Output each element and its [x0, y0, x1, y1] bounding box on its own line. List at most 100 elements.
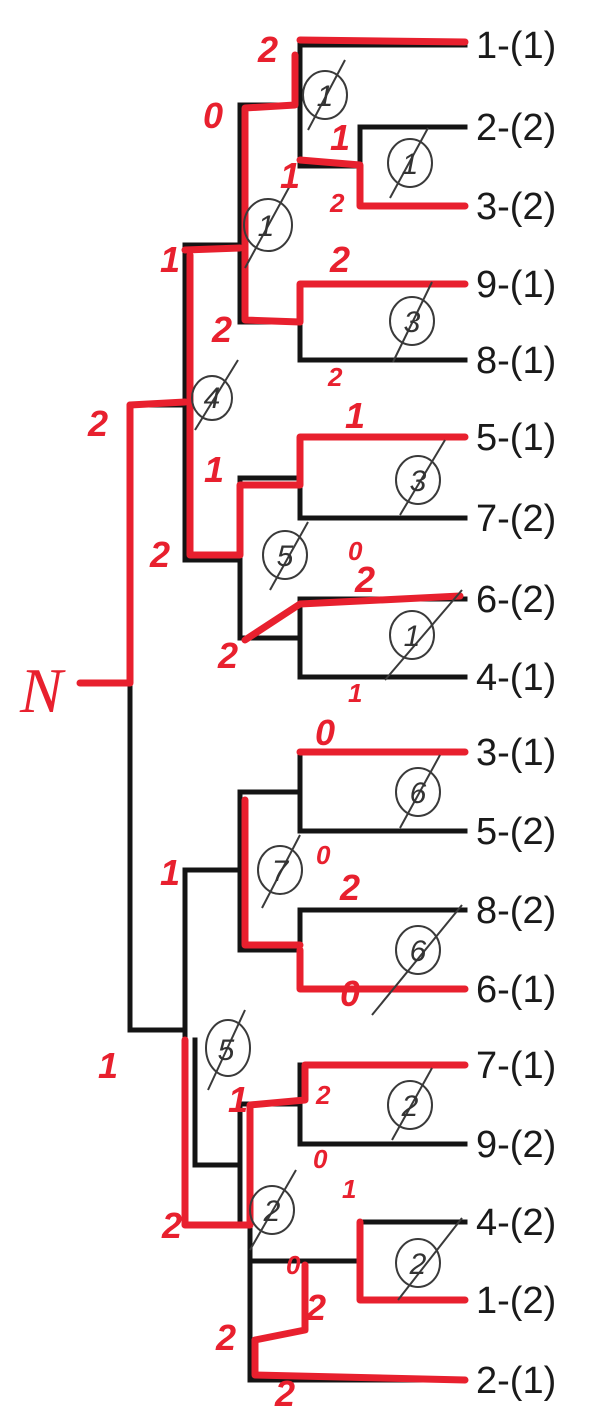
match-number: 3: [410, 465, 427, 498]
score-mark: 2: [274, 1373, 295, 1414]
match-number: 6: [410, 935, 427, 968]
score-annotations: 2 0 1 1 2 2 1 2 2 2 1 1 2 0 2 2 1 N 0 1 …: [19, 29, 375, 1414]
match-number: 5: [218, 1034, 235, 1067]
score-mark: 1: [280, 155, 300, 196]
match-circle: 1: [384, 589, 463, 681]
match-circle: 5: [262, 521, 309, 591]
score-mark: 2: [339, 867, 360, 908]
score-mark: 1: [160, 239, 180, 280]
match-circle: 2: [395, 1217, 463, 1301]
match-circle: 7: [257, 834, 303, 909]
match-circle: 4: [191, 359, 239, 431]
seed-label: 4-(2): [476, 1202, 556, 1244]
match-circle: 6: [395, 754, 441, 829]
score-mark: 1: [98, 1045, 118, 1086]
score-mark: 2: [257, 29, 278, 70]
winner-path: [251, 1261, 469, 1384]
score-mark: 2: [315, 1080, 331, 1110]
seed-label: 5-(2): [476, 811, 556, 853]
score-mark: 1: [160, 852, 180, 893]
match-number: 2: [409, 1248, 427, 1281]
winner-path: [296, 36, 469, 46]
seed-label: 9-(1): [476, 264, 556, 306]
score-mark: 2: [329, 239, 350, 280]
seed-label: 6-(2): [476, 579, 556, 621]
match-circle: 1: [243, 181, 293, 269]
score-mark: 0: [203, 95, 223, 136]
winner-path: [296, 946, 469, 993]
winner-path: [181, 1036, 469, 1229]
match-circle: 3: [395, 439, 446, 516]
score-mark: 2: [211, 309, 232, 350]
match-number: 7: [272, 855, 290, 888]
match-number: 2: [401, 1090, 419, 1123]
match-circle: 5: [205, 1009, 251, 1091]
bracket-lines: [77, 42, 468, 1383]
root-label: N: [19, 655, 66, 726]
score-mark: 0: [340, 973, 360, 1014]
seed-label: 2-(1): [476, 1360, 556, 1402]
score-mark: 1: [228, 1079, 248, 1120]
seed-label: 5-(1): [476, 417, 556, 459]
match-number: 1: [402, 148, 419, 181]
score-mark: 0: [316, 840, 331, 870]
match-circle: 1: [387, 127, 433, 199]
score-mark: 1: [345, 395, 365, 436]
seed-label: 6-(1): [476, 969, 556, 1011]
score-mark: 0: [286, 1250, 301, 1280]
seed-label: 1-(2): [476, 1280, 556, 1322]
winner-path: [241, 592, 464, 644]
score-mark: 2: [149, 534, 170, 575]
winner-path: [296, 156, 469, 210]
match-number: 1: [317, 80, 334, 113]
score-mark: 1: [342, 1174, 356, 1204]
seed-label: 3-(1): [476, 732, 556, 774]
winner-path: [356, 1218, 469, 1304]
match-number: 4: [204, 382, 221, 415]
leaf-labels: 1-(1) 2-(2) 3-(2) 9-(1) 8-(1) 5-(1) 7-(2…: [476, 25, 556, 1402]
winner-path: [186, 251, 469, 559]
score-mark: 2: [161, 1205, 182, 1246]
score-mark: 2: [329, 188, 345, 218]
score-mark: 2: [215, 1317, 236, 1358]
match-number: 5: [277, 540, 294, 573]
match-circle: 2: [387, 1067, 433, 1141]
match-markers: 1 1 1 3 4 3 5: [191, 59, 463, 1301]
winner-path: [241, 796, 304, 949]
score-mark: 2: [327, 362, 343, 392]
seed-label: 7-(1): [476, 1045, 556, 1087]
score-mark: 2: [305, 1287, 326, 1328]
winner-path: [241, 51, 469, 326]
score-mark: 1: [330, 117, 350, 158]
match-number: 2: [263, 1195, 281, 1228]
match-circle: 2: [249, 1169, 297, 1251]
match-number: 1: [258, 210, 275, 243]
score-mark: 1: [348, 678, 362, 708]
winner-path: [76, 401, 134, 687]
winner-paths: [76, 36, 469, 1384]
score-mark: 2: [354, 559, 375, 600]
seed-label: 2-(2): [476, 107, 556, 149]
seed-label: 1-(1): [476, 25, 556, 67]
match-circle: 3: [389, 281, 435, 363]
seed-label: 4-(1): [476, 657, 556, 699]
match-circle: 1: [302, 59, 348, 131]
score-mark: 1: [204, 449, 224, 490]
match-number: 1: [404, 620, 421, 653]
score-mark: 2: [217, 635, 238, 676]
seed-label: 9-(2): [476, 1124, 556, 1166]
seed-label: 8-(2): [476, 890, 556, 932]
winner-path: [181, 244, 244, 254]
match-circle: 6: [371, 904, 463, 1016]
score-mark: 0: [313, 1144, 328, 1174]
winner-path: [126, 398, 189, 409]
match-number: 3: [404, 306, 421, 339]
score-mark: 0: [315, 712, 335, 753]
score-mark: 2: [87, 403, 108, 444]
score-mark: 0: [348, 536, 363, 566]
seed-label: 8-(1): [476, 340, 556, 382]
match-number: 6: [410, 777, 427, 810]
seed-label: 3-(2): [476, 186, 556, 228]
seed-label: 7-(2): [476, 498, 556, 540]
